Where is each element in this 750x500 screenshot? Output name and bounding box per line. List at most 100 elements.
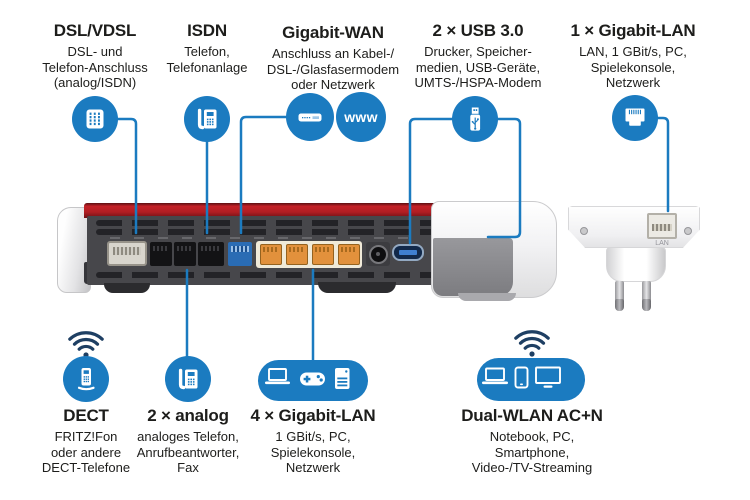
callout-title: DSL/VDSL bbox=[53, 21, 137, 40]
lan4-port bbox=[338, 244, 360, 265]
router-right-cap-gray bbox=[433, 238, 513, 296]
router-foot bbox=[318, 282, 396, 293]
router-foot bbox=[458, 293, 516, 301]
callout-title: 2 × USB 3.0 bbox=[432, 21, 524, 40]
callout-gigabit-wan: Gigabit-WAN Anschluss an Kabel-/ DSL-/Gl… bbox=[247, 23, 419, 93]
callout-line: UMTS-/HSPA-Modem bbox=[414, 75, 542, 90]
callout-dect: DECT FRITZ!Fon oder andere DECT-Telefone bbox=[16, 406, 156, 476]
power-jack bbox=[366, 242, 390, 266]
smartphone-icon bbox=[514, 366, 529, 389]
callout-title: Dual-WLAN AC+N bbox=[461, 406, 603, 425]
usb-stick-icon bbox=[452, 96, 498, 142]
line-wan bbox=[239, 115, 290, 235]
router-red-stripe bbox=[84, 203, 448, 218]
callout-line: Spielekonsole, bbox=[270, 444, 356, 460]
line-dsl bbox=[115, 117, 138, 235]
callout-isdn: ISDN Telefon, Telefonanlage bbox=[147, 21, 267, 75]
wan-port-pins bbox=[231, 246, 249, 252]
callout-line: Netzwerk bbox=[605, 75, 661, 90]
usb-port-tongue bbox=[399, 250, 417, 255]
lan2-port bbox=[286, 244, 308, 265]
adapter-plug-pin-tip bbox=[642, 299, 651, 311]
callout-line: oder Netzwerk bbox=[291, 77, 375, 92]
adapter-plug-body bbox=[606, 247, 666, 282]
line-usb-side bbox=[486, 117, 522, 239]
adapter-lan-pins bbox=[652, 224, 672, 231]
callout-title: 1 × Gigabit-LAN bbox=[570, 21, 696, 40]
callout-title: DECT bbox=[63, 406, 109, 425]
dsl-port bbox=[107, 241, 147, 266]
callout-line: Anschluss an Kabel-/ bbox=[271, 46, 395, 61]
dect-handset-icon bbox=[63, 356, 109, 402]
line-gigabit-lan-1 bbox=[654, 116, 670, 213]
callout-line: analoges Telefon, bbox=[137, 429, 239, 444]
callout-line: medien, USB-Geräte, bbox=[415, 59, 541, 75]
wan-port bbox=[228, 242, 252, 266]
adapter-plug-pin bbox=[615, 281, 624, 301]
adapter-plate bbox=[568, 206, 700, 248]
router-port-labels bbox=[110, 237, 420, 239]
callout-line: (analog/ISDN) bbox=[53, 75, 137, 90]
wifi-waves-icon bbox=[64, 329, 108, 359]
callout-line: FRITZ!Fon bbox=[54, 429, 118, 444]
router-vent-row bbox=[96, 272, 484, 278]
callout-usb: 2 × USB 3.0 Drucker, Speicher- medien, U… bbox=[396, 21, 560, 91]
callout-line: Video-/TV-Streaming bbox=[471, 460, 593, 475]
lan-devices-pill bbox=[258, 360, 368, 401]
tae-socket-icon bbox=[72, 96, 118, 142]
callout-line: LAN, 1 GBit/s, PC, bbox=[579, 44, 687, 59]
lan3-port bbox=[312, 244, 334, 265]
callout-line: DECT-Telefone bbox=[41, 460, 131, 475]
callout-line: Anrufbeantworter, bbox=[136, 444, 240, 460]
www-label: www bbox=[344, 109, 378, 125]
callout-line: Telefonanlage bbox=[166, 59, 248, 75]
callout-line: Notebook, PC, bbox=[489, 429, 575, 444]
power-jack-barrel bbox=[368, 244, 388, 264]
adapter-screw bbox=[684, 227, 692, 235]
callout-line: 1 GBit/s, PC, bbox=[275, 429, 351, 444]
wlan-devices-pill bbox=[477, 358, 585, 401]
ethernet-jack-icon bbox=[612, 95, 658, 141]
callout-gigabit-lan-1: 1 × Gigabit-LAN LAN, 1 GBit/s, PC, Spiel… bbox=[551, 21, 715, 91]
modem-icon bbox=[286, 93, 334, 141]
router-vent-row bbox=[96, 220, 484, 226]
callout-line: oder andere bbox=[50, 444, 122, 460]
www-globe-icon: www bbox=[336, 92, 386, 142]
isdn-port bbox=[198, 242, 224, 266]
callout-line: Drucker, Speicher- bbox=[424, 44, 532, 59]
laptop-icon bbox=[265, 368, 290, 385]
callout-line: Smartphone, bbox=[494, 444, 570, 460]
wifi-waves-icon bbox=[510, 328, 554, 358]
usb-port bbox=[392, 244, 424, 261]
laptop-icon bbox=[482, 367, 508, 385]
callout-line: Telefon-Anschluss bbox=[42, 59, 148, 75]
callout-line: Telefon, bbox=[184, 44, 230, 59]
dsl-port-pins bbox=[113, 247, 141, 255]
callout-line: Fax bbox=[177, 460, 199, 475]
desk-phone-icon bbox=[184, 96, 230, 142]
adapter-lan-label: LAN bbox=[655, 240, 669, 247]
fon2-port bbox=[174, 242, 196, 266]
tv-icon bbox=[535, 366, 561, 388]
callout-dsl-vdsl: DSL/VDSL DSL- und Telefon-Anschluss (ana… bbox=[10, 21, 180, 91]
adapter-lan-port bbox=[647, 213, 677, 239]
callout-analog: 2 × analog analoges Telefon, Anrufbeantw… bbox=[118, 406, 258, 476]
callout-title: 4 × Gigabit-LAN bbox=[250, 406, 376, 425]
adapter-plug-pin bbox=[642, 281, 651, 301]
callout-dual-wlan: Dual-WLAN AC+N Notebook, PC, Smartphone,… bbox=[446, 406, 618, 476]
router-vent-row bbox=[96, 229, 484, 235]
desk-phone-icon bbox=[165, 356, 211, 402]
callout-line: DSL- und bbox=[67, 44, 123, 59]
server-icon bbox=[335, 368, 350, 389]
callout-line: Netzwerk bbox=[285, 460, 341, 475]
callout-title: Gigabit-WAN bbox=[282, 23, 384, 42]
gamepad-icon bbox=[300, 372, 325, 386]
line-usb-rear bbox=[408, 117, 456, 245]
callout-line: DSL-/Glasfasermodem bbox=[266, 61, 400, 77]
lan1-port bbox=[260, 244, 282, 265]
adapter-screw bbox=[580, 227, 588, 235]
callout-title: 2 × analog bbox=[147, 406, 229, 425]
adapter-plug-pin-tip bbox=[615, 299, 624, 311]
callout-gigabit-lan-4: 4 × Gigabit-LAN 1 GBit/s, PC, Spielekons… bbox=[240, 406, 386, 476]
